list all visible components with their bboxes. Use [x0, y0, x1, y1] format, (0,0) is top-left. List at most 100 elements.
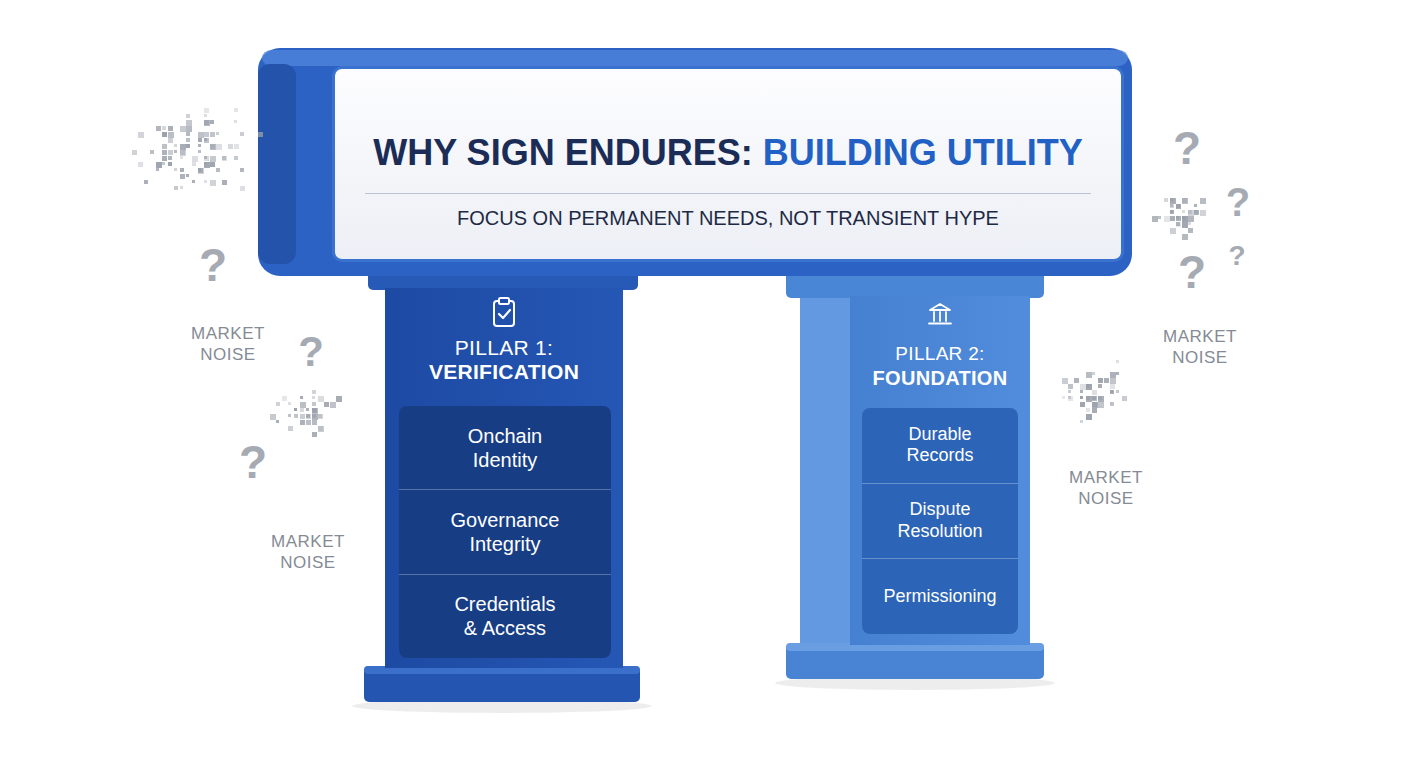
noise-pixel [1170, 210, 1173, 213]
noise-pixel [1110, 390, 1113, 393]
pillar-2-frame [786, 264, 1044, 679]
noise-pixel [288, 414, 291, 417]
pillar-label: VERIFICATION [385, 360, 623, 384]
noise-pixel [216, 168, 220, 172]
noise-pixel [1188, 210, 1194, 216]
noise-pixel [324, 402, 329, 407]
pillar-1-frame [364, 250, 640, 702]
noise-pixel [198, 168, 203, 173]
noise-pixel [156, 168, 159, 171]
panel-row: Permissioning [862, 558, 1018, 634]
noise-pixel [300, 420, 305, 425]
noise-pixel [288, 402, 291, 405]
noise-pixel [312, 414, 318, 420]
noise-pixel [216, 144, 222, 150]
noise-label: MARKET NOISE [1150, 326, 1250, 369]
noise-pixel [1086, 408, 1090, 412]
noise-pixel [1080, 402, 1085, 407]
noise-pixel [1182, 216, 1188, 222]
noise-pixel [1176, 216, 1179, 219]
noise-pixel [198, 168, 201, 171]
noise-pixel [306, 408, 309, 411]
noise-pixel [186, 132, 190, 136]
noise-pixel [168, 150, 173, 155]
noise-pixel [1068, 384, 1073, 389]
noise-pixel [1092, 402, 1098, 408]
noise-pixel [1080, 420, 1083, 423]
noise-pixel [1182, 222, 1188, 228]
noise-pixel [1164, 216, 1170, 222]
panel-row: Onchain Identity [399, 406, 611, 489]
noise-pixel [330, 402, 336, 408]
noise-pixel [204, 156, 207, 159]
noise-pixel [180, 150, 185, 155]
noise-pixel [162, 132, 167, 137]
noise-pixel [210, 144, 215, 149]
noise-pixel [144, 180, 148, 184]
noise-pixel [1182, 216, 1188, 222]
noise-pixel [180, 168, 184, 172]
noise-pixel [1170, 198, 1175, 203]
noise-pixel [210, 156, 216, 162]
noise-pixel [1170, 216, 1175, 221]
noise-pixel [1182, 210, 1185, 213]
pillar-label: FOUNDATION [850, 366, 1030, 390]
noise-pixel [1098, 402, 1104, 408]
noise-pixel [312, 408, 318, 414]
noise-pixel [186, 114, 190, 118]
noise-pixel [312, 432, 317, 437]
question-mark: ? [1173, 125, 1201, 171]
noise-pixel [1170, 210, 1173, 213]
noise-pixel [1086, 414, 1092, 420]
noise-pixel [204, 108, 209, 113]
noise-pixel [204, 138, 207, 141]
noise-pixel [150, 150, 154, 154]
noise-pixel [1152, 216, 1158, 222]
noise-pixel [1098, 384, 1102, 388]
noise-pixel [1170, 198, 1176, 204]
noise-pixel [1116, 390, 1119, 393]
noise-pixel [198, 138, 202, 142]
noise-pixel [228, 144, 233, 149]
noise-pixel [1098, 378, 1103, 383]
noise-pixel [1092, 396, 1096, 400]
panel-item: Permissioning [883, 586, 996, 608]
noise-pixel [174, 168, 177, 171]
noise-pixel [1170, 204, 1173, 207]
noise-pixel [1188, 216, 1194, 222]
question-mark: ? [1228, 242, 1245, 270]
noise-pixel [1188, 222, 1191, 225]
noise-pixel [186, 144, 190, 148]
panel-item: Credentials & Access [446, 592, 564, 640]
noise-pixel [270, 414, 276, 420]
noise-pixel [276, 420, 279, 423]
noise-pixel [318, 396, 324, 402]
noise-pixel [318, 414, 323, 419]
noise-pixel [216, 132, 219, 135]
noise-pixel [1116, 360, 1119, 363]
item-panel: Durable RecordsDispute ResolutionPermiss… [862, 408, 1018, 634]
noise-pixel [258, 132, 263, 137]
noise-pixel [324, 402, 329, 407]
question-mark: ? [239, 439, 267, 485]
noise-pixel [204, 180, 207, 183]
noise-pixel [1104, 378, 1109, 383]
noise-pixel [1086, 414, 1092, 420]
noise-pixel [1062, 378, 1068, 384]
noise-pixel [240, 168, 244, 172]
noise-pixel [186, 120, 192, 126]
divider [365, 193, 1091, 194]
noise-pixel [168, 156, 172, 160]
noise-pixel [162, 144, 167, 149]
noise-pixel [312, 408, 317, 413]
icon-holder [850, 300, 1030, 328]
noise-pixel [1080, 396, 1083, 399]
noise-pixel [234, 144, 239, 149]
panel-item: Dispute Resolution [878, 499, 1002, 542]
noise-pixel [192, 180, 195, 183]
pixel-noise [132, 108, 1206, 437]
noise-pixel [1194, 210, 1199, 215]
noise-pixel [1110, 402, 1113, 405]
noise-pixel [1158, 216, 1161, 219]
noise-pixel [1062, 396, 1065, 399]
